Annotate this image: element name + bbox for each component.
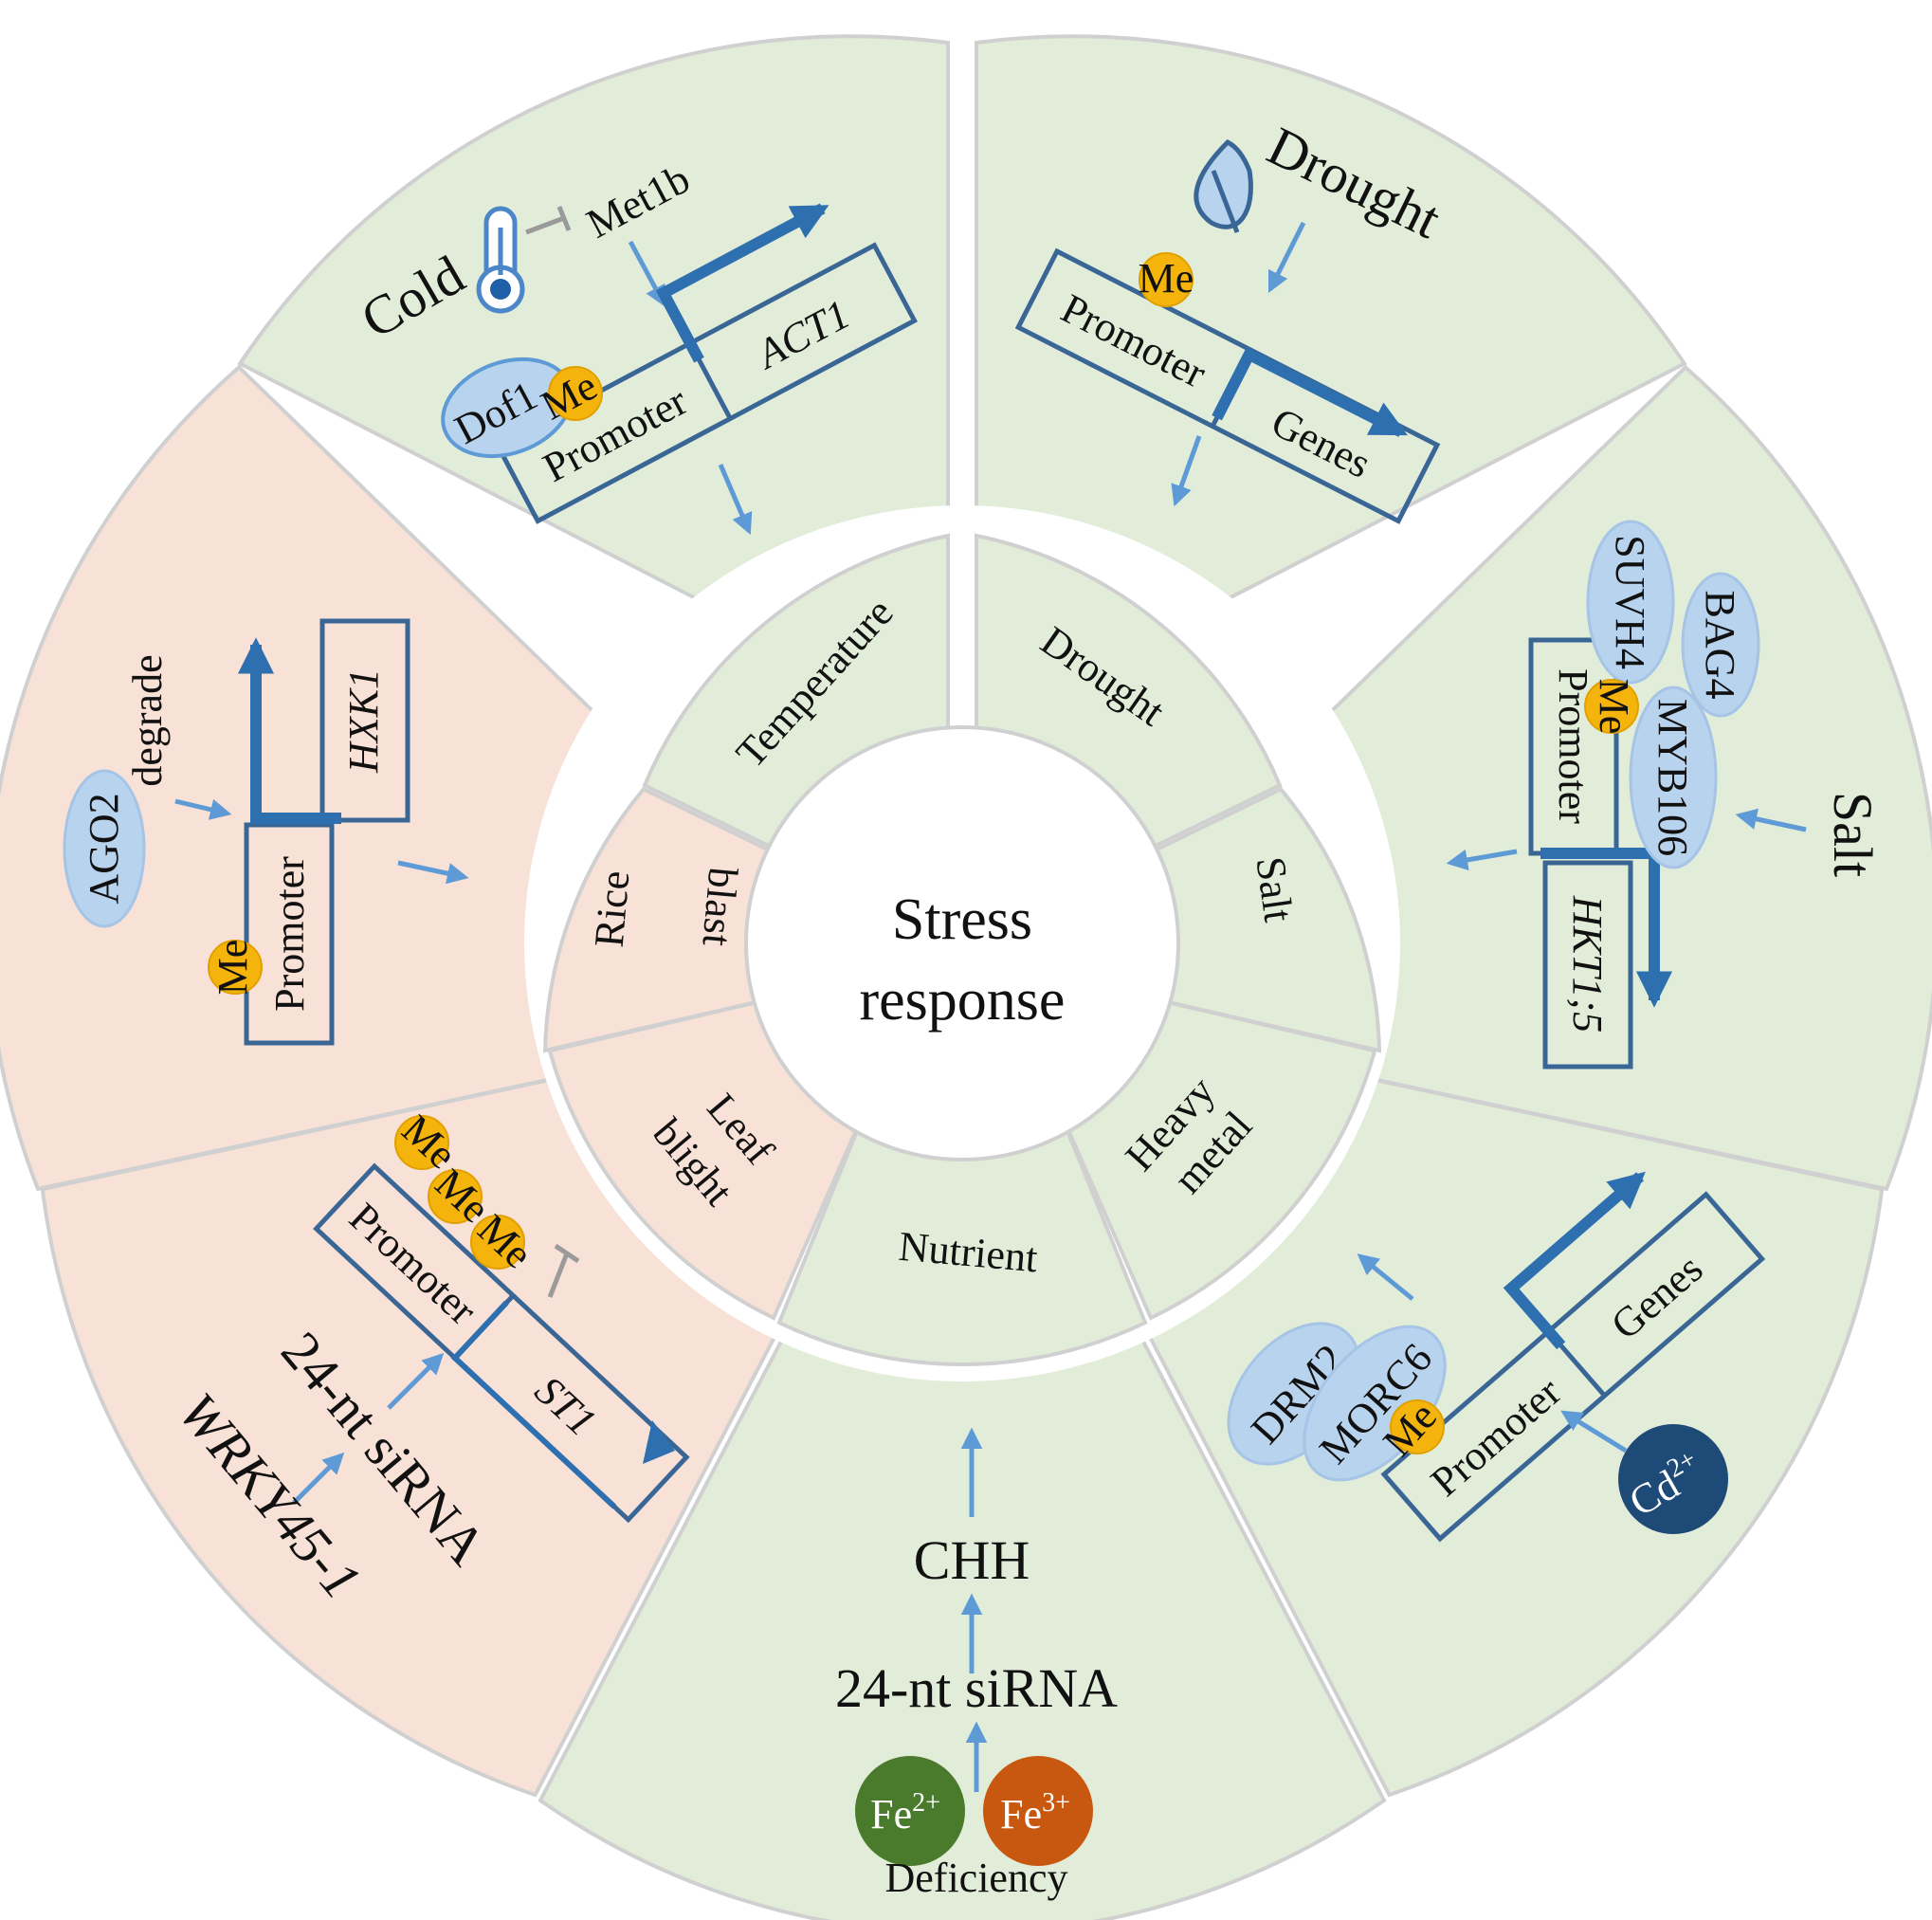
fe2-label: Fe2+ xyxy=(870,1788,940,1838)
hxk1-promoter-label: Promoter xyxy=(266,856,313,1012)
hxk1-gene-box: Promoter HXK1 xyxy=(237,618,410,1046)
st1-inhibit xyxy=(547,1243,580,1298)
rb-methyl-label: Me xyxy=(210,940,256,996)
salt-gene-box: Promoter HKT1;5 xyxy=(1528,637,1673,1070)
fe3-symbol: Fe xyxy=(1000,1791,1042,1838)
drought-methyl-marker xyxy=(1139,252,1194,307)
fe3-label: Fe3+ xyxy=(1000,1788,1070,1838)
myb106-label: MYB106 xyxy=(1649,699,1696,856)
st1-arrow-head xyxy=(643,1420,675,1464)
salt-methyl-marker xyxy=(1584,679,1639,734)
met1b-inhibit xyxy=(525,206,572,235)
bag4-protein xyxy=(1681,572,1760,718)
lb-methyl-marker-3 xyxy=(470,1215,525,1270)
hm-methyl-marker xyxy=(1390,1399,1445,1454)
rb-output-arrow xyxy=(397,860,469,885)
nutrient-sirna-label: 24-nt siRNA xyxy=(835,1657,1118,1719)
leaf-blight-panel: Promoter ST1 Me Me Me 24-nt siRNA WRKY45… xyxy=(167,1106,690,1610)
lb-methyl-marker-1 xyxy=(394,1115,449,1170)
hxk1-gene-label: HXK1 xyxy=(340,668,387,774)
salt-methyl-label: Me xyxy=(1591,679,1637,735)
center-title: Stress response xyxy=(860,887,1066,1033)
fe2-symbol: Fe xyxy=(870,1791,912,1838)
thermometer-icon xyxy=(476,206,525,314)
salt-output-arrow xyxy=(1446,849,1518,871)
fe3-ion xyxy=(983,1756,1093,1866)
salt-gene-label: HKT1;5 xyxy=(1564,895,1611,1033)
drought-output-arrow xyxy=(1171,435,1202,507)
bag4-label: BAG4 xyxy=(1697,591,1743,700)
nutrient-panel: CHH 24-nt siRNA Fe2+ Fe3+ Deficiency xyxy=(835,1427,1118,1901)
category-label-salt: Salt xyxy=(1247,854,1302,925)
myb106-protein xyxy=(1629,686,1718,869)
hm-output-arrow xyxy=(1357,1253,1414,1301)
heavy-metal-panel: Promoter Genes DRM2 MORC6 Me Cd2+ xyxy=(1227,1171,1766,1543)
suvh4-label: SUVH4 xyxy=(1607,535,1653,669)
fe2-ion xyxy=(855,1756,965,1866)
cd-input-arrow xyxy=(1560,1410,1628,1454)
fe2-charge: 2+ xyxy=(912,1788,940,1818)
salt-panel: Salt Promoter HKT1;5 SUVH4 BAG4 MYB106 M… xyxy=(1446,520,1884,1070)
inner-ring xyxy=(542,533,1382,1366)
fe3-charge: 3+ xyxy=(1042,1788,1070,1818)
leaf-icon xyxy=(1194,138,1253,233)
salt-input-arrow xyxy=(1735,808,1807,832)
degrade-label: degrade xyxy=(124,654,171,786)
degrade-arrow xyxy=(174,798,232,820)
drought-input-arrow xyxy=(1267,221,1306,294)
rb-methyl-marker xyxy=(208,940,263,995)
deficiency-label: Deficiency xyxy=(885,1855,1068,1901)
salt-stress-label: Salt xyxy=(1822,792,1884,877)
category-label-rice-blast-line2: blast xyxy=(693,866,746,948)
category-label-rice-blast-line1: Rice xyxy=(586,869,639,949)
center-title-line2: response xyxy=(860,968,1066,1033)
suvh4-protein xyxy=(1586,520,1675,685)
ago2-protein xyxy=(63,769,146,928)
cold-output-arrow xyxy=(718,464,753,536)
lb-sirna-arrow xyxy=(387,1352,445,1410)
rice-blast-panel: Promoter HXK1 Me AGO2 degrade xyxy=(63,618,469,1046)
wrky-arrow xyxy=(292,1452,345,1505)
ago2-label: AGO2 xyxy=(81,793,127,904)
center-circle xyxy=(744,725,1180,1161)
lb-methyl-marker-2 xyxy=(428,1169,483,1224)
cd-ion xyxy=(1618,1424,1728,1534)
center-title-line1: Stress xyxy=(892,887,1032,952)
chh-label: CHH xyxy=(914,1529,1030,1591)
cold-methyl-marker xyxy=(548,366,603,421)
drought-methyl-label: Me xyxy=(1139,255,1194,302)
